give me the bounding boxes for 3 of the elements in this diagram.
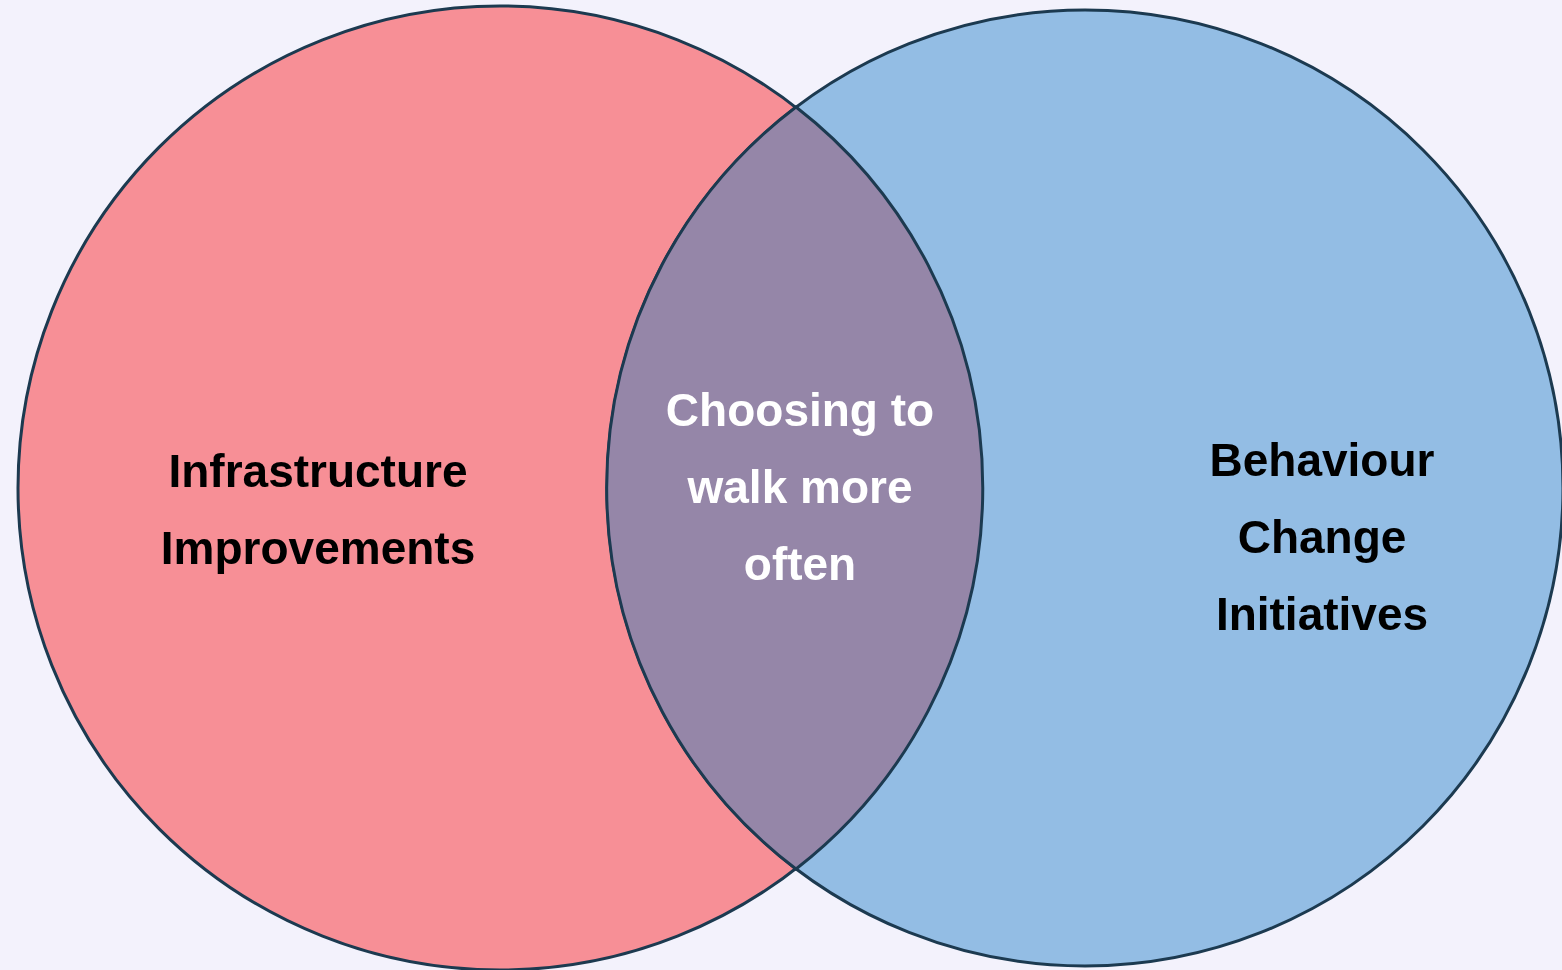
- region-label: Behaviour Change Initiatives: [1208, 432, 1436, 642]
- region-label: Choosing to walk more often: [664, 382, 936, 592]
- region-label: Infrastructure Improvements: [159, 444, 477, 576]
